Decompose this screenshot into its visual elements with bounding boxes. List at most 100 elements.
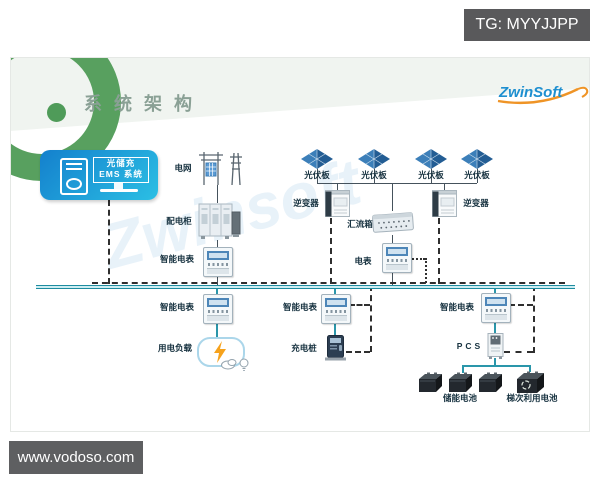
page-title: 系统架构: [84, 94, 204, 114]
label-load: 用电负载: [157, 343, 192, 353]
connector: [477, 167, 478, 183]
transmission-tower-icon: [199, 152, 242, 186]
label-distribution-cabinet: 配电柜: [166, 216, 192, 226]
label-pv-panel: 光伏板: [304, 170, 330, 180]
meter-base: [207, 268, 229, 274]
connector: [217, 185, 218, 203]
inverter-icon: [325, 190, 350, 217]
label-charging-pile: 充电桩: [291, 343, 317, 353]
green-dot: [47, 103, 66, 122]
pv-panel-icon: [358, 149, 390, 169]
meter-screen: [207, 251, 229, 260]
connector: [374, 167, 375, 183]
label-meter: 电表: [354, 256, 372, 266]
cloud-and-bulb-icon: [221, 358, 249, 371]
comm-branch: [509, 304, 533, 306]
connector: [462, 365, 464, 373]
connector: [494, 321, 496, 334]
tg-badge: TG: MYYJJPP: [464, 9, 590, 41]
label-inverter: 逆变器: [463, 198, 489, 208]
comm-line-inverter-right: [438, 218, 440, 284]
connector: [334, 322, 336, 336]
energy-meter-icon: [382, 243, 412, 273]
pv-panel-icon: [461, 149, 493, 169]
battery-icon: [449, 372, 472, 392]
pv-panel-icon: [415, 149, 447, 169]
ems-label-line2: EMS 系统: [99, 169, 143, 180]
lightning-icon: [214, 341, 226, 363]
load-icon: [197, 337, 245, 367]
comm-bus-line: [92, 282, 565, 284]
comm-line-right: [533, 285, 535, 353]
comm-branch: [346, 351, 370, 353]
combiner-box-icon: [372, 212, 414, 233]
connector: [392, 271, 393, 285]
label-combiner-box: 汇流箱: [347, 219, 373, 229]
comm-line-mid: [370, 285, 372, 352]
label-storage-battery: 储能电池: [442, 393, 477, 403]
meter-buttons: [486, 309, 506, 312]
meter-buttons: [208, 310, 228, 313]
label-pcs: PCS: [456, 341, 484, 351]
connector: [337, 183, 338, 191]
meter-screen: [207, 298, 229, 307]
battery-icon: [419, 372, 442, 392]
distribution-cabinet-icon: [198, 203, 241, 239]
pcs-icon: [487, 333, 504, 359]
comm-line-meter: [409, 258, 425, 260]
connector: [494, 289, 496, 294]
connector: [392, 235, 393, 244]
comm-branch: [504, 351, 533, 353]
comm-branch: [349, 304, 370, 306]
meter-base: [485, 314, 507, 320]
connector: [217, 275, 218, 286]
charging-pile-icon: [325, 335, 346, 361]
slide-background: Zwinsoft: [10, 57, 590, 432]
label-smart-meter: 智能电表: [159, 254, 194, 264]
connector: [216, 322, 218, 338]
label-second-life-battery: 梯次利用电池: [506, 393, 558, 403]
recycle-icon: [521, 380, 531, 390]
battery-icon: [479, 372, 502, 392]
label-inverter: 逆变器: [293, 198, 319, 208]
connector: [216, 289, 218, 295]
connector: [431, 167, 432, 183]
comm-line-inverter-left: [330, 218, 332, 284]
smart-meter-icon: [321, 294, 351, 324]
comm-line-ems: [108, 200, 110, 284]
computer-tower-icon: [60, 158, 88, 195]
meter-buttons: [326, 310, 346, 313]
meter-base: [386, 264, 408, 270]
connector: [334, 289, 336, 295]
meter-base: [207, 315, 229, 321]
ems-label-line1: 光储充: [106, 158, 136, 168]
meter-screen: [386, 247, 408, 256]
label-pv-panel: 光伏板: [361, 170, 387, 180]
monitor-base-icon: [100, 189, 138, 192]
connector: [529, 365, 531, 372]
label-smart-meter: 智能电表: [159, 302, 194, 312]
inverter-icon: [432, 190, 457, 217]
connector: [217, 240, 218, 248]
power-bus-line: [36, 285, 575, 289]
label-smart-meter: 智能电表: [282, 302, 317, 312]
meter-buttons: [387, 259, 407, 262]
slide-border: [10, 57, 590, 432]
label-pv-panel: 光伏板: [418, 170, 444, 180]
connector: [444, 183, 445, 191]
smart-meter-icon: [203, 247, 233, 277]
ems-label-panel: 光储充 EMS 系统: [93, 157, 149, 183]
zwinsoft-logo: ZwinSoft: [497, 84, 589, 105]
comm-line-meter: [425, 258, 427, 283]
meter-screen: [325, 298, 347, 307]
meter-buttons: [208, 263, 228, 266]
monitor-stand-icon: [114, 183, 123, 189]
connector: [494, 358, 496, 366]
label-pv-panel: 光伏板: [464, 170, 490, 180]
meter-screen: [485, 297, 507, 306]
second-life-battery-icon: [517, 371, 544, 393]
label-smart-meter: 智能电表: [439, 302, 474, 312]
battery-bus-line: [462, 365, 530, 367]
zwinsoft-logo-text: ZwinSoft: [498, 84, 563, 101]
